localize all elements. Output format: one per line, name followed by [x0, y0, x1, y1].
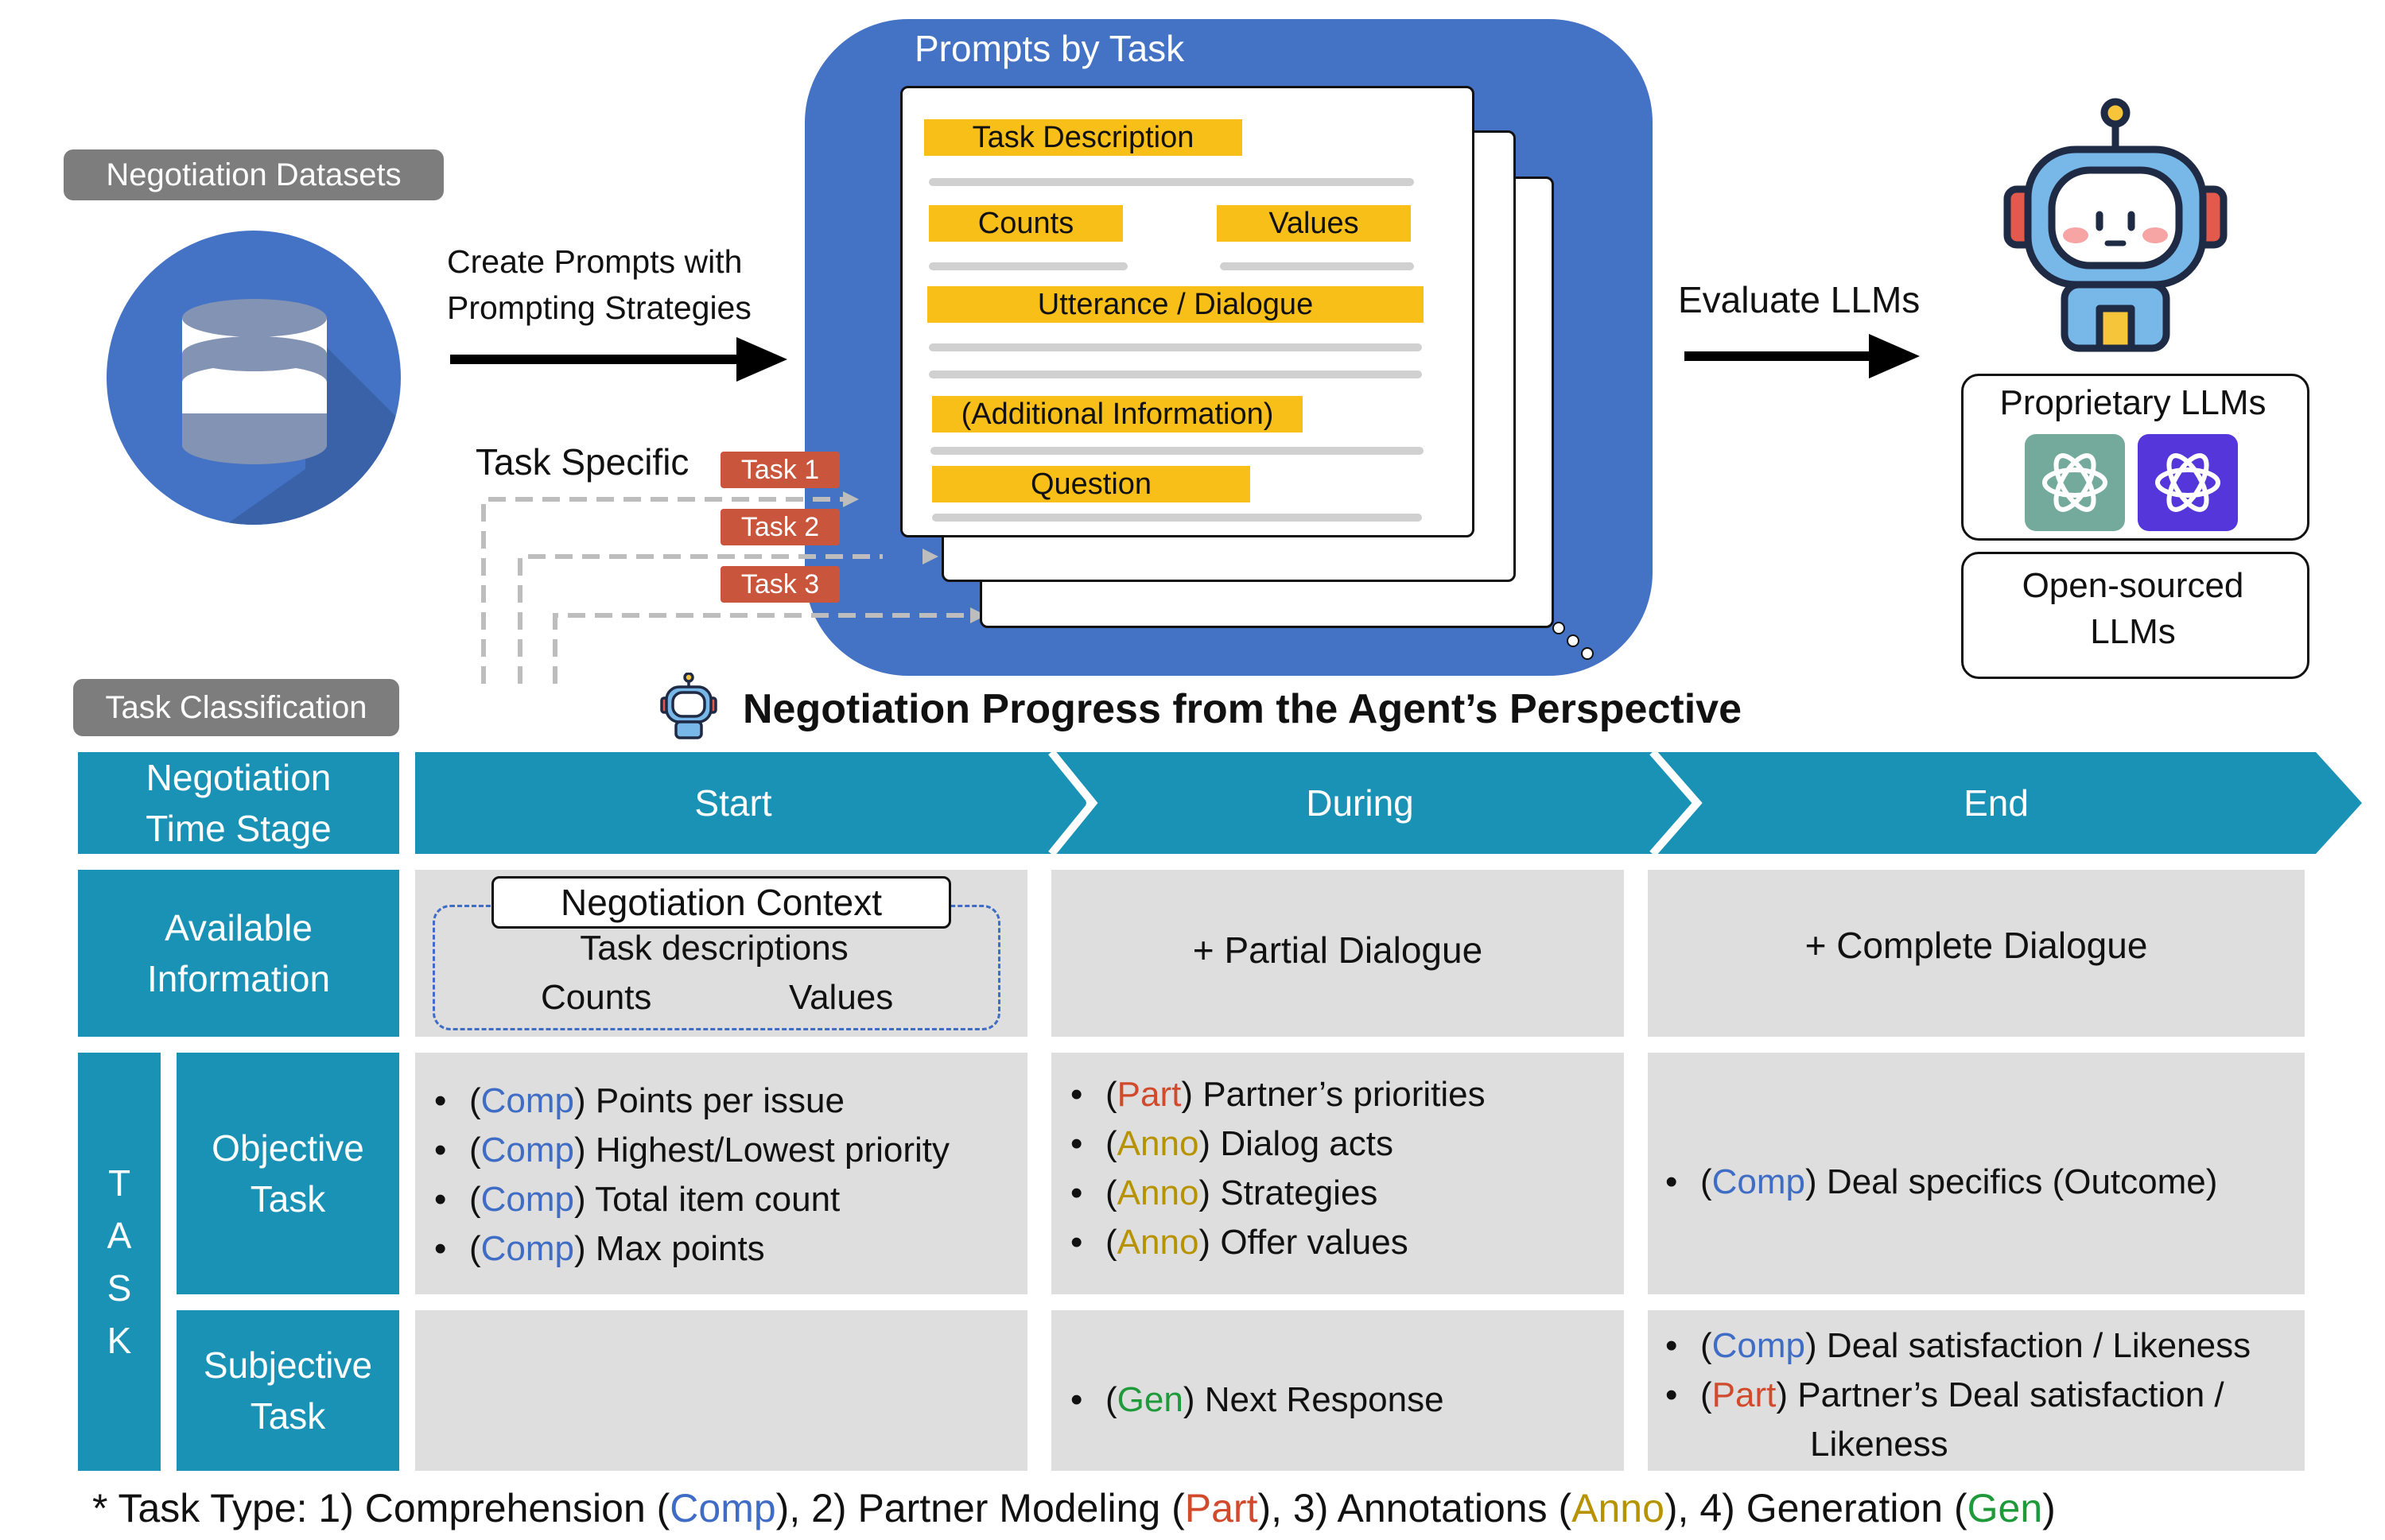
subjective-during-item-1: •(Gen) Next Response [1070, 1380, 1444, 1419]
stage-during: During [1306, 782, 1414, 824]
chatgpt-logo-purple [2138, 434, 2238, 531]
prompts-panel-title: Prompts by Task [915, 28, 1185, 69]
text-line [929, 262, 1128, 270]
task-connectors [461, 477, 1018, 684]
objective-start-item-1: •(Comp) Points per issue [434, 1081, 845, 1120]
subjective-end-item-1: •(Comp) Deal satisfaction / Likeness [1665, 1326, 2251, 1365]
database-icon [107, 231, 401, 525]
context-values: Values [789, 978, 894, 1017]
complete-dialogue: + Complete Dialogue [1804, 925, 2148, 966]
subjective-during-cell [1051, 1310, 1624, 1471]
text-line [932, 514, 1422, 522]
available-during-cell [1051, 870, 1624, 1037]
footnote: * Task Type: 1) Comprehension (Comp), 2)… [92, 1486, 2056, 1530]
objective-line-1: Objective [212, 1127, 364, 1169]
context-counts: Counts [541, 978, 652, 1017]
chatgpt-logo-green [2025, 434, 2125, 531]
objective-end-cell [1648, 1053, 2305, 1294]
progress-title: Negotiation Progress from the Agent’s Pe… [743, 686, 1742, 732]
open-sourced-llms-label-2: LLMs [2090, 612, 2176, 651]
objective-start-item-2: •(Comp) Highest/Lowest priority [434, 1131, 950, 1170]
open-sourced-llms-box [1961, 552, 2309, 679]
task-tag-3: Task 3 [721, 566, 840, 603]
objective-during-item-3: •(Anno) Strategies [1070, 1173, 1378, 1212]
subjective-end-cell [1648, 1310, 2305, 1471]
objective-start-item-3: •(Comp) Total item count [434, 1180, 841, 1219]
objective-during-cell [1051, 1053, 1624, 1294]
available-info-line-2: Information [146, 958, 331, 999]
task-letter-a: A [107, 1215, 132, 1256]
available-end-cell [1648, 870, 2305, 1037]
proprietary-llms-label: Proprietary LLMs [1999, 383, 2267, 422]
objective-start-item-4: •(Comp) Max points [434, 1229, 765, 1268]
subjective-end-item-2: •(Part) Partner’s Deal satisfaction / [1665, 1375, 2224, 1414]
proprietary-llms-box [1961, 374, 2309, 541]
context-task-descriptions: Task descriptions [580, 929, 849, 968]
subjective-line-1: Subjective [203, 1344, 373, 1386]
subjective-line-2: Task [250, 1395, 326, 1437]
evaluate-llms-label: Evaluate LLMs [1678, 279, 1921, 320]
task-letter-s: S [107, 1267, 132, 1309]
more-dots-icon [1551, 620, 1598, 668]
subjective-start-cell [415, 1310, 1027, 1471]
subjective-end-item-2-continuation: Likeness [1810, 1425, 1948, 1464]
field-additional-info: (Additional Information) [932, 396, 1303, 433]
text-line [929, 178, 1414, 186]
stage-chevrons [415, 749, 2362, 857]
create-prompts-label-2: Prompting Strategies [447, 289, 752, 326]
objective-start-cell [415, 1053, 1027, 1294]
task-classification-label: Task Classification [73, 679, 399, 736]
time-stage-header: Negotiation Time Stage [78, 752, 399, 854]
time-stage-line-2: Time Stage [146, 808, 332, 849]
create-prompts-label-1: Create Prompts with [447, 243, 743, 280]
objective-line-2: Task [250, 1178, 326, 1220]
objective-end-item-1: •(Comp) Deal specifics (Outcome) [1665, 1162, 2218, 1201]
robot-icon [1988, 94, 2243, 356]
task-letter-t: T [107, 1162, 131, 1204]
objective-during-item-2: •(Anno) Dialog acts [1070, 1124, 1393, 1163]
objective-during-item-4: •(Anno) Offer values [1070, 1223, 1408, 1262]
task-specific-label: Task Specific [476, 441, 689, 483]
field-values: Values [1217, 205, 1411, 242]
stage-end: End [1964, 782, 2029, 824]
partial-dialogue: + Partial Dialogue [1192, 929, 1483, 971]
available-info-line-1: Available [165, 907, 313, 948]
field-task-description: Task Description [924, 119, 1242, 156]
time-stage-line-1: Negotiation [146, 757, 332, 798]
subjective-task-header: Subjective Task [177, 1310, 399, 1471]
text-line [1220, 262, 1414, 270]
field-question: Question [932, 466, 1250, 502]
field-utterance: Utterance / Dialogue [927, 286, 1424, 323]
task-vertical-header: T A S K [78, 1053, 161, 1471]
available-info-header: Available Information [78, 870, 399, 1037]
task-tag-2: Task 2 [721, 509, 840, 545]
objective-during-item-1: •(Part) Partner’s priorities [1070, 1075, 1486, 1114]
text-line [929, 343, 1422, 351]
field-counts: Counts [929, 205, 1123, 242]
stage-start: Start [694, 782, 772, 824]
right-arrow-icon [450, 337, 787, 382]
text-line [930, 447, 1424, 455]
right-arrow-icon [1684, 334, 1920, 378]
open-sourced-llms-label-1: Open-sourced [2022, 566, 2244, 605]
small-robot-icon [657, 672, 721, 741]
text-line [929, 370, 1422, 378]
datasets-label: Negotiation Datasets [64, 149, 444, 200]
task-tag-1: Task 1 [721, 452, 840, 488]
task-letter-k: K [107, 1320, 132, 1361]
objective-task-header: Objective Task [177, 1053, 399, 1294]
negotiation-context-title: Negotiation Context [491, 876, 951, 929]
